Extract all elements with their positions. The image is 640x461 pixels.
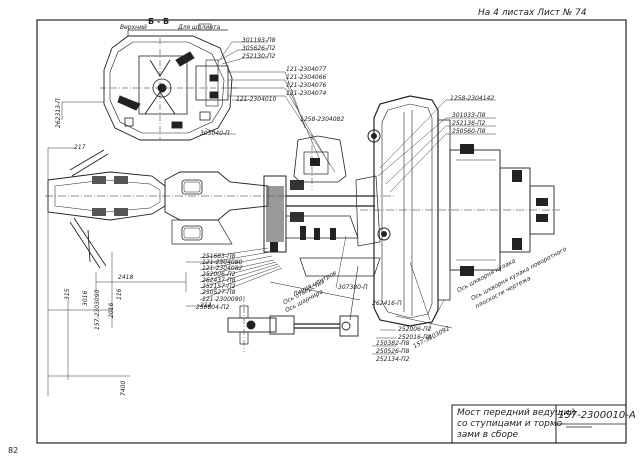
- part-label: 307380-П: [338, 284, 368, 291]
- dimension-label: 2016: [108, 302, 115, 318]
- part-label: Верхний: [120, 24, 147, 31]
- lower-left-leaders: [199, 235, 347, 301]
- wheel-hub-brake-drum: [355, 95, 560, 327]
- axle-housing: [45, 134, 395, 269]
- part-label: 252136-П2: [452, 120, 486, 127]
- part-label: 121-2304077: [286, 66, 327, 73]
- part-label: 305040-П: [200, 130, 230, 137]
- part-label: 121-2304066: [286, 74, 327, 81]
- dimension-label: 217: [74, 144, 86, 151]
- dimension-label: 116: [116, 288, 123, 300]
- part-label: 150382-П8: [376, 340, 410, 347]
- part-label: 121-2304010: [236, 96, 277, 103]
- part-label: 121-2304080: [202, 259, 243, 266]
- dimension-lines: [47, 147, 240, 396]
- part-label: 121-2300090: [202, 296, 243, 303]
- dimension-label: 7400: [120, 380, 127, 396]
- dimension-label: 2418: [118, 274, 134, 281]
- part-label: 121-2304082: [202, 265, 243, 272]
- title-line-3: зами в сборе: [457, 430, 519, 440]
- part-label: 305626-П2: [242, 45, 276, 52]
- drawing-number: 157-2300010-А: [558, 410, 636, 421]
- part-label: 121-2304074: [286, 90, 327, 97]
- part-label: 262416-П: [372, 300, 402, 307]
- part-label: 157-2303090: [94, 289, 101, 330]
- part-label: 250560-П8: [452, 128, 486, 135]
- title-line-2: со ступицами и тормо-: [457, 419, 566, 429]
- part-label: 262437-П8: [202, 277, 236, 284]
- part-label: 121-2304076: [286, 82, 327, 89]
- sheet-frame: [36, 19, 627, 444]
- part-label: 252016-П8: [398, 334, 432, 341]
- right-leaders: [372, 99, 496, 355]
- part-label: 301193-П8: [242, 37, 276, 44]
- part-label: 252006-П2: [202, 271, 236, 278]
- part-label: 250527-П8: [202, 289, 236, 296]
- part-label: 252134-П2: [376, 356, 410, 363]
- part-label: 250604-П2: [196, 304, 230, 311]
- steering-rod: [227, 257, 453, 352]
- part-label: 1258-2304142: [450, 95, 495, 102]
- part-label: 252130-П2: [242, 53, 276, 60]
- part-label: 250526-П8: [376, 348, 410, 355]
- part-label: 301033-П8: [452, 112, 486, 119]
- part-label: 251683-П8: [202, 253, 236, 260]
- section-mark: Б - Б: [148, 17, 170, 26]
- part-label: Для шплинта: [178, 24, 221, 31]
- part-label: 252006-П2: [398, 326, 432, 333]
- sheet-header: На 4 листах Лист № 74: [478, 8, 587, 18]
- page-number: 82: [8, 446, 19, 455]
- part-label: 262313-П: [55, 98, 62, 128]
- part-label: 252157-П2: [202, 283, 236, 290]
- part-label: 3016: [82, 290, 89, 306]
- dimension-label: 214: [200, 302, 212, 309]
- title-line-1: Мост передний ведущий: [457, 408, 576, 418]
- part-label: 1258-2304082: [300, 116, 345, 123]
- dimension-label: 315: [64, 288, 71, 300]
- section-view-b-b: [100, 23, 240, 141]
